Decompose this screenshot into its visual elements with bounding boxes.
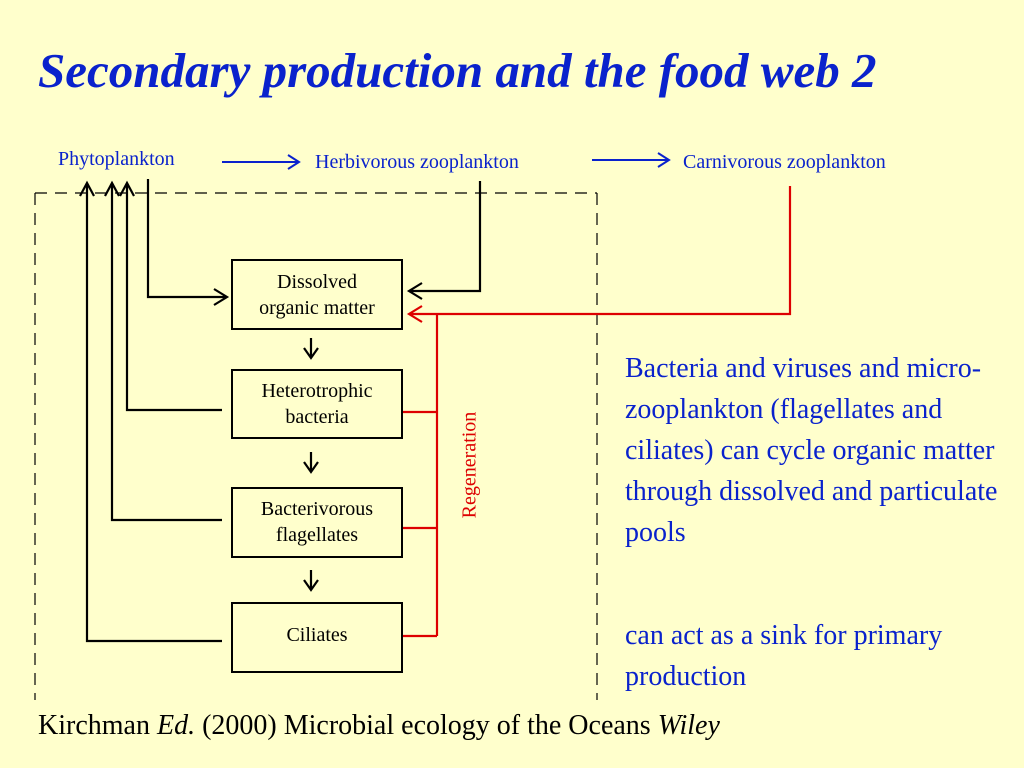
carnivorous-zooplankton-label: Carnivorous zooplankton xyxy=(683,151,886,173)
dashed-boundary xyxy=(34,192,598,700)
arrow-herb-to-dom xyxy=(406,181,482,300)
arrow-bact-to-phyto xyxy=(119,180,222,412)
arrow-phyto-to-herb xyxy=(222,154,301,170)
heterotrophic-bacteria-box: Heterotrophic bacteria xyxy=(231,369,403,439)
arrow-flag-to-cil xyxy=(303,570,319,592)
side-paragraph-2: can act as a sink for primary production xyxy=(625,620,943,692)
dissolved-organic-matter-box: Dissolved organic matter xyxy=(231,259,403,330)
box-line: flagellates xyxy=(275,524,359,546)
slide-title: Secondary production and the food web 2 xyxy=(38,43,877,98)
blue-arrows xyxy=(222,152,671,170)
regeneration-label: Regeneration xyxy=(458,411,481,519)
box-line: bacteria xyxy=(285,406,349,428)
box-line: Bacterivorous xyxy=(260,498,374,520)
arrow-phyto-to-dom xyxy=(146,179,230,306)
phytoplankton-label: Phytoplankton xyxy=(58,148,175,170)
arrow-bact-to-flag xyxy=(303,452,319,474)
ciliates-box: Ciliates xyxy=(231,602,403,673)
citation-text: (2000) Microbial ecology of the Oceans xyxy=(202,710,651,741)
box-line: Ciliates xyxy=(286,624,348,646)
box-line: Heterotrophic xyxy=(261,380,373,402)
citation-ed: Ed. xyxy=(156,710,196,741)
red-regeneration-flows xyxy=(402,186,792,638)
citation-author: Kirchman xyxy=(38,710,150,741)
arrow-dom-to-bact xyxy=(303,338,319,360)
arrow-flag-to-phyto xyxy=(104,180,222,522)
arrow-herb-to-carn xyxy=(592,152,671,168)
box-line: organic matter xyxy=(259,297,375,319)
side-paragraph-1: Bacteria and viruses and micro-zooplankt… xyxy=(625,353,998,548)
arrow-carn-to-dom xyxy=(406,186,792,323)
citation: Kirchman Ed. (2000) Microbial ecology of… xyxy=(38,710,720,742)
bacterivorous-flagellates-box: Bacterivorous flagellates xyxy=(231,487,403,558)
box-line: Dissolved xyxy=(277,271,357,293)
citation-publisher: Wiley xyxy=(657,710,720,741)
herbivorous-zooplankton-label: Herbivorous zooplankton xyxy=(315,151,519,173)
arrow-cil-to-phyto xyxy=(79,180,222,643)
black-flows xyxy=(79,179,482,643)
